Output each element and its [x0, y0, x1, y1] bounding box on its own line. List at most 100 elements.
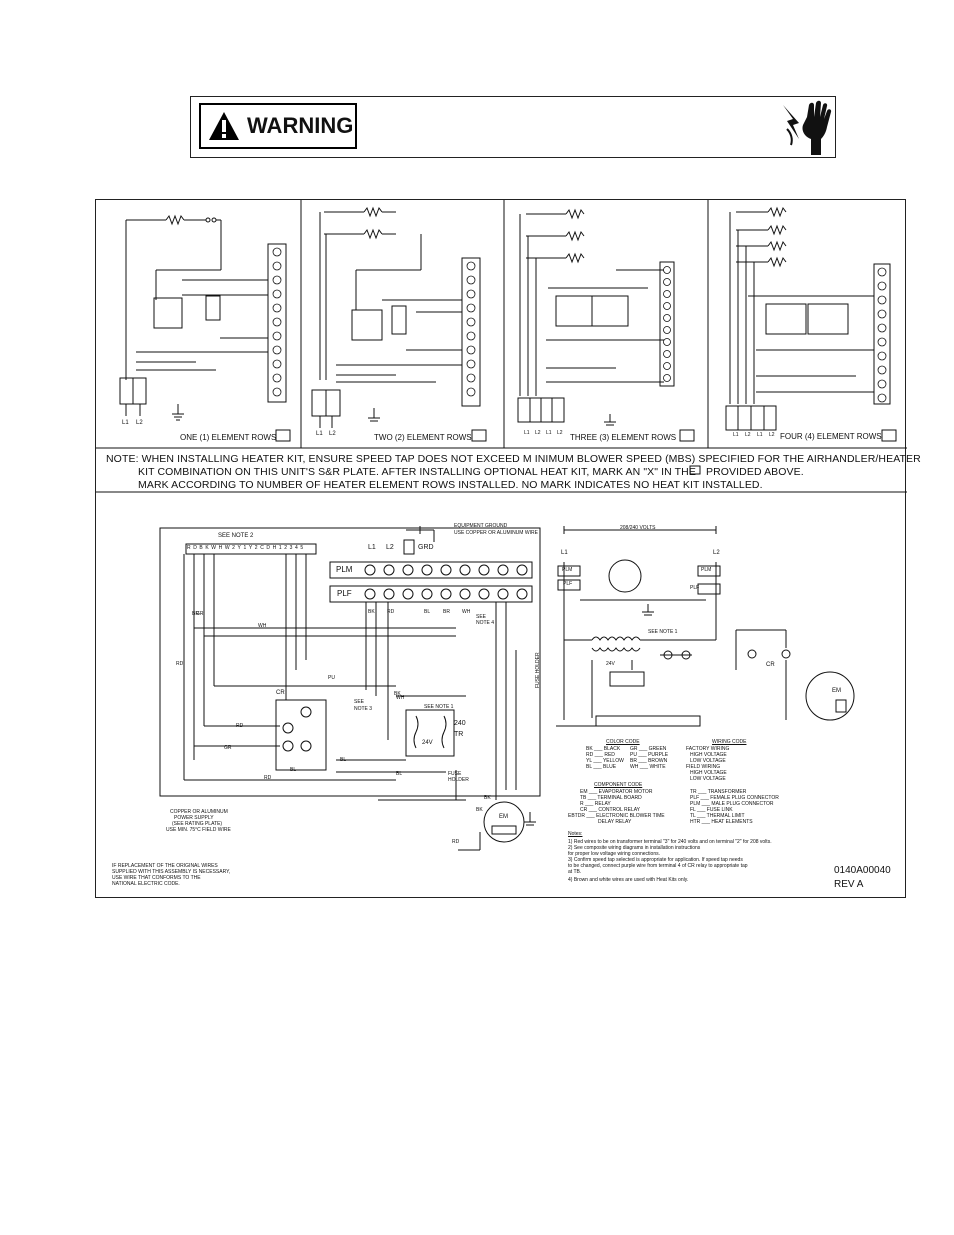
terminal-wh: WH — [211, 545, 225, 551]
terminal-dh: DH — [266, 545, 279, 551]
terminal-1: 1 — [278, 545, 285, 551]
component-em: EM ___ EVAPORATOR MOTOR — [580, 789, 653, 795]
panel-2-caption: TWO (2) ELEMENT ROWS — [374, 433, 472, 442]
component-ebtdr: EBTDR ___ ELECTRONIC BLOWER TIME — [568, 813, 665, 819]
revision-label: REV A — [834, 879, 864, 890]
replacement-note-2: SUPPLIED WITH THIS ASSEMBLY IS NECESSARY… — [112, 869, 231, 875]
terminal-2: 2 — [284, 545, 290, 551]
color-code-gr: GR ___ GREEN — [630, 746, 667, 752]
ladder-fuse-holder: FUSE HOLDER — [535, 652, 541, 688]
wire-label-bl: BL — [340, 757, 347, 763]
wiring-l1: L1 — [368, 544, 376, 551]
plf-wire-rd: RD — [387, 609, 395, 615]
wire-label-wh-2: WH — [396, 695, 405, 701]
color-code-rd: RD ___ RED — [586, 752, 615, 758]
note-2b: for proper low voltage wiring connection… — [568, 851, 660, 857]
wiring-diagram: ONE (1) ELEMENT ROWS TWO (2) ELEMENT ROW… — [95, 199, 921, 898]
panel-3-l2a: L2 — [535, 430, 541, 436]
terminal-y2: Y2 — [248, 545, 261, 551]
copper-note-4: USE MIN. 75°C FIELD WIRE — [166, 827, 231, 833]
tr-240-label: 240 — [454, 720, 466, 727]
ladder-l2: L2 — [713, 550, 720, 556]
plf-wire-br: BR — [443, 609, 450, 615]
wire-label-bk-2: BK — [484, 795, 491, 801]
wire-label-rd-3: RD — [264, 775, 272, 781]
terminal-rd: RD — [187, 545, 200, 551]
diagram-drawing — [96, 200, 907, 851]
wire-label-gr: GR — [196, 611, 204, 617]
wiring-code-field: FIELD WIRING — [686, 764, 721, 770]
copper-note-3: (SEE RATING PLATE) — [172, 821, 223, 827]
panel-3-l1a: L1 — [524, 430, 530, 436]
terminal-4: 4 — [295, 545, 301, 551]
copper-note-2: POWER SUPPLY — [174, 815, 214, 821]
note-line-1: NOTE: WHEN INSTALLING HEATER KIT, ENSURE… — [106, 453, 921, 465]
wiring-code-title: WIRING CODE — [712, 739, 747, 745]
component-delay-relay: DELAY RELAY — [598, 819, 632, 825]
panel-4-l2b: L2 — [769, 432, 775, 438]
warning-badge: WARNING — [199, 103, 357, 149]
cr-label-wiring: CR — [276, 690, 285, 696]
note-2: 2) See composite wiring diagrams in inst… — [568, 845, 701, 851]
wire-label-rd: RD — [176, 661, 184, 667]
see-note-4-b: NOTE 4 — [476, 620, 495, 626]
terminal-c: C — [260, 545, 267, 551]
document-number: 0140A00040 — [834, 865, 891, 876]
component-tr: TR ___ TRANSFORMER — [690, 789, 747, 795]
wiring-code-lv1: LOW VOLTAGE — [690, 758, 726, 764]
plf-label: PLF — [337, 589, 352, 598]
panel-3-caption: THREE (3) ELEMENT ROWS — [570, 433, 677, 442]
wire-label-pu: PU — [328, 675, 335, 681]
heater-panel-4 — [725, 206, 891, 431]
heater-panel-1 — [119, 214, 287, 416]
component-tl: TL ___ THERMAL LIMIT — [690, 813, 745, 819]
wire-label-bk: BK — [394, 691, 401, 697]
plf-wire-bl: BL — [424, 609, 431, 615]
heater-panel-2 — [311, 206, 481, 428]
color-code-yl: YL ___ YELLOW — [586, 758, 624, 764]
ladder-plm-left: PLM — [562, 567, 573, 573]
ground-note-1: EQUIPMENT GROUND — [454, 523, 508, 529]
note-3b: to be changed, connect purple wire from … — [568, 863, 748, 869]
wire-label-rd-2: RD — [236, 723, 244, 729]
color-code-pu: PU ___ PURPLE — [630, 752, 669, 758]
terminal-y1: Y1 — [237, 545, 249, 551]
see-note-1-wiring: SEE NOTE 1 — [424, 704, 454, 710]
ladder-em: EM — [832, 688, 841, 694]
wiring-code-factory: FACTORY WIRING — [686, 746, 730, 752]
panel-4-l1a: L1 — [733, 432, 739, 438]
tr-24v-label: 24V — [422, 740, 433, 746]
terminal-w2: W2 — [224, 545, 238, 551]
component-fl: FL ___ FUSE LINK — [690, 807, 733, 813]
note-line-2b: PROVIDED ABOVE. — [706, 466, 804, 478]
plm-label: PLM — [336, 565, 353, 574]
panel-4-caption: FOUR (4) ELEMENT ROWS — [780, 432, 882, 441]
panel-3-l1b: L1 — [546, 430, 552, 436]
fuse-holder-a: FUSE — [448, 771, 462, 777]
panel-2-l2: L2 — [329, 431, 336, 437]
ladder-l1: L1 — [561, 550, 568, 556]
panel-4-l2a: L2 — [745, 432, 751, 438]
note-3: 3) Confirm speed tap selected is appropr… — [568, 857, 743, 863]
component-r: R ___ RELAY — [580, 801, 611, 807]
panel-1-l1: L1 — [122, 420, 129, 426]
panel-1-caption: ONE (1) ELEMENT ROWS — [180, 433, 277, 442]
terminal-3: 3 — [289, 545, 295, 551]
see-note-3-b: NOTE 3 — [354, 706, 373, 712]
fuse-holder-b: HOLDER — [448, 777, 469, 783]
see-note-2: SEE NOTE 2 — [218, 533, 254, 539]
plf-wire-wh: WH — [462, 609, 471, 615]
wiring-l2: L2 — [386, 544, 394, 551]
replacement-note-1: IF REPLACEMENT OF THE ORIGINAL WIRES — [112, 863, 218, 869]
warning-label: WARNING — [247, 113, 354, 138]
note-line-2a: KIT COMBINATION ON THIS UNIT'S S&R PLATE… — [138, 466, 696, 478]
copper-note-1: COPPER OR ALUMINUM — [170, 809, 228, 815]
terminal-bk: BK — [199, 545, 212, 551]
wire-label-bl-3: BL — [396, 771, 403, 777]
wiring-code-lv2: LOW VOLTAGE — [690, 776, 726, 782]
heater-panel-3 — [517, 208, 675, 423]
replacement-note-4: NATIONAL ELECTRIC CODE. — [112, 881, 180, 887]
warning-banner: WARNING — [190, 96, 836, 158]
tr-label: TR — [454, 731, 464, 738]
replacement-note-3: USE WIRE THAT CONFORMS TO THE — [112, 875, 201, 881]
